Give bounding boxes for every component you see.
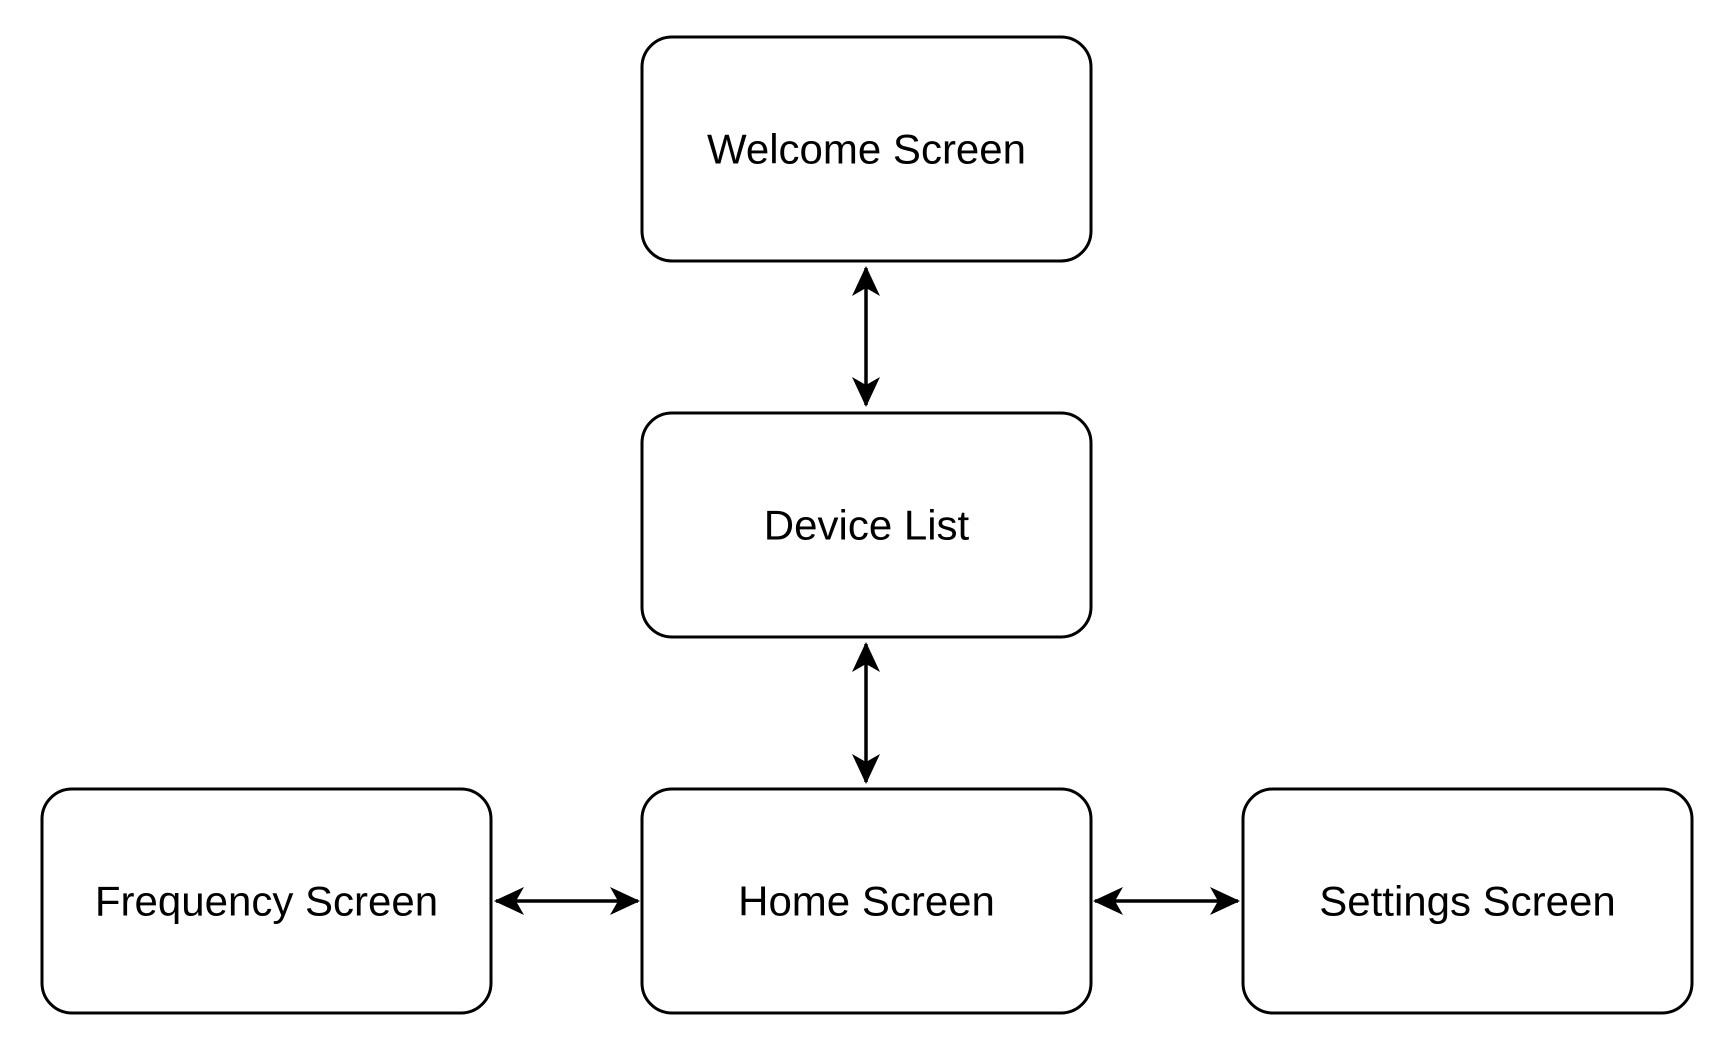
node-home-screen: Home Screen — [640, 787, 1093, 1015]
node-frequency-screen: Frequency Screen — [40, 787, 493, 1015]
node-label: Settings Screen — [1319, 878, 1616, 925]
node-settings-screen: Settings Screen — [1241, 787, 1694, 1015]
node-box — [640, 35, 1093, 263]
node-label: Device List — [764, 502, 970, 549]
node-label: Home Screen — [738, 878, 995, 925]
node-box — [640, 411, 1093, 639]
node-label: Frequency Screen — [95, 878, 438, 925]
connectors — [494, 266, 1240, 915]
node-box — [640, 787, 1093, 1015]
node-welcome-screen: Welcome Screen — [640, 35, 1093, 263]
node-box — [1241, 787, 1694, 1015]
node-box — [40, 787, 493, 1015]
node-device-list: Device List — [640, 411, 1093, 639]
node-label: Welcome Screen — [707, 126, 1026, 173]
